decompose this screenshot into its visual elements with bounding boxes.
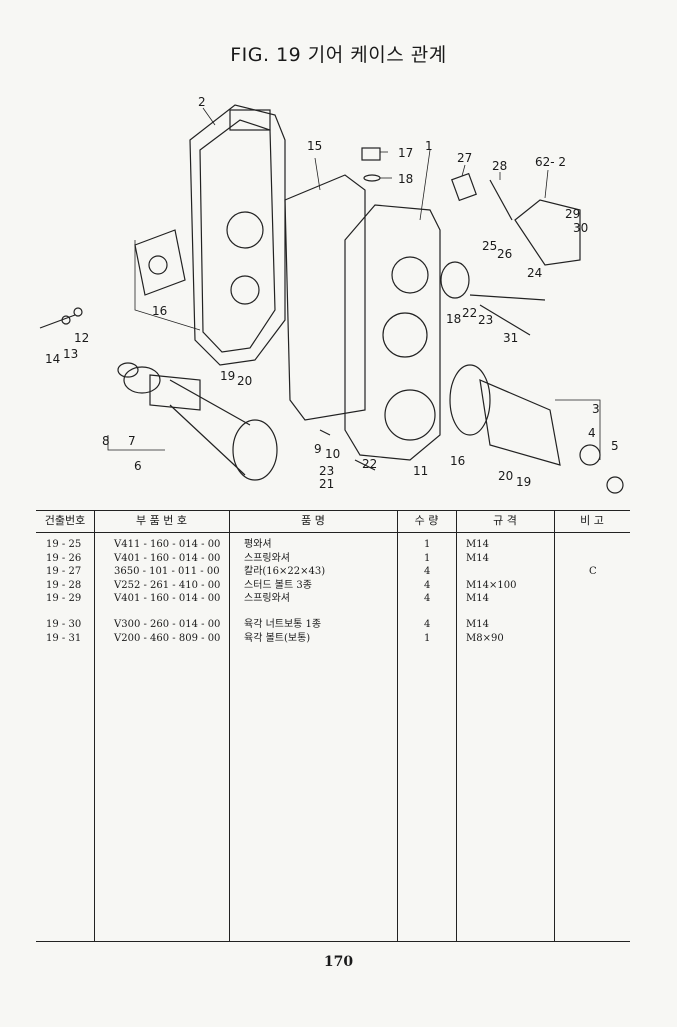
- callout-22b: 22: [362, 457, 377, 471]
- row-no: 19 - 30: [46, 619, 82, 630]
- callout-4: 4: [588, 426, 596, 440]
- exploded-parts-diagram: 2 15 17 18 1 27 28 62- 2 29 30 25 26 24 …: [39, 95, 624, 494]
- col-divider: [554, 510, 555, 942]
- row-spec: M14: [466, 593, 489, 604]
- header-no: 건출번호: [44, 514, 86, 527]
- callout-20b: 20: [498, 469, 513, 483]
- header-part-number: 부 품 번 호: [136, 514, 187, 527]
- callout-13: 13: [63, 347, 78, 361]
- row-name: 평와셔: [244, 539, 272, 550]
- row-qty: 1: [424, 632, 431, 644]
- row-no: 19 - 25: [46, 539, 82, 550]
- callout-15: 15: [307, 139, 322, 153]
- row-part: 3650 - 101 - 011 - 00: [114, 566, 220, 577]
- callout-5: 5: [611, 439, 619, 453]
- callout-25: 25: [482, 239, 497, 253]
- header-part-name: 품 명: [301, 514, 325, 527]
- page-number: 170: [323, 954, 354, 970]
- callout-14: 14: [45, 352, 60, 366]
- callout-29: 29: [565, 207, 580, 221]
- callout-26: 26: [497, 247, 512, 261]
- row-no: 19 - 27: [46, 566, 82, 577]
- row-name: 육각 너트보통 1종: [244, 619, 322, 630]
- row-qty: 4: [424, 566, 431, 577]
- callout-62-2: 62- 2: [535, 155, 566, 169]
- callout-18: 18: [398, 172, 413, 186]
- row-part: V200 - 460 - 809 - 00: [114, 632, 221, 644]
- callout-31: 31: [503, 331, 518, 345]
- col-divider: [229, 510, 230, 942]
- row-spec: M14: [466, 619, 489, 630]
- callout-23b: 23: [319, 464, 334, 478]
- callout-16: 16: [152, 304, 167, 318]
- row-spec: M14: [466, 539, 489, 550]
- callout-10: 10: [325, 447, 340, 461]
- row-no: 19 - 26: [46, 552, 82, 564]
- callout-9: 9: [314, 442, 322, 456]
- header-note: 비 고: [580, 514, 604, 527]
- callout-6: 6: [134, 459, 142, 473]
- row-part: V401 - 160 - 014 - 00: [114, 593, 221, 604]
- callout-28: 28: [492, 159, 507, 173]
- callout-24: 24: [527, 266, 542, 280]
- callout-22: 22: [462, 306, 477, 320]
- table-top-rule: [36, 510, 630, 511]
- callout-30: 30: [573, 221, 588, 235]
- col-divider: [456, 510, 457, 942]
- row-name: 스터드 볼트 3종: [244, 579, 312, 591]
- row-part: V401 - 160 - 014 - 00: [114, 552, 221, 564]
- header-spec: 규 격: [493, 514, 517, 527]
- callout-8: 8: [102, 434, 110, 448]
- callout-12: 12: [74, 331, 89, 345]
- row-qty: 4: [424, 593, 431, 604]
- col-divider: [94, 510, 95, 942]
- callout-2: 2: [198, 95, 206, 109]
- callout-20: 20: [237, 374, 252, 388]
- callout-1: 1: [425, 139, 433, 153]
- row-part: V300 - 260 - 014 - 00: [114, 619, 221, 630]
- callout-7: 7: [128, 434, 136, 448]
- row-name: 스프링와셔: [244, 593, 290, 604]
- callout-18b: 18: [446, 312, 461, 326]
- row-qty: 1: [424, 552, 431, 564]
- callout-21: 21: [319, 477, 334, 491]
- callout-19: 19: [220, 369, 235, 383]
- row-note: C: [589, 566, 597, 577]
- row-spec: M14: [466, 552, 489, 564]
- parts-table: 건출번호 부 품 번 호 품 명 수 량 규 격 비 고 19 - 25 V41…: [36, 510, 630, 942]
- row-part: V252 - 261 - 410 - 00: [114, 579, 221, 591]
- row-spec: M14×100: [466, 579, 517, 591]
- row-name: 스프링와셔: [244, 552, 290, 564]
- col-divider: [397, 510, 398, 942]
- callout-17: 17: [398, 146, 413, 160]
- row-name: 칼라(16×22×43): [244, 566, 326, 577]
- row-spec: M8×90: [466, 632, 504, 644]
- row-no: 19 - 31: [46, 632, 82, 644]
- row-qty: 4: [424, 579, 431, 591]
- callout-23: 23: [478, 313, 493, 327]
- figure-title: FIG. 19 기어 케이스 관계: [230, 44, 447, 66]
- header-quantity: 수 량: [414, 514, 439, 527]
- row-qty: 1: [424, 539, 431, 550]
- table-header-rule: [36, 532, 630, 533]
- row-qty: 4: [424, 619, 431, 630]
- row-part: V411 - 160 - 014 - 00: [114, 539, 221, 550]
- callout-16b: 16: [450, 454, 465, 468]
- row-no: 19 - 28: [46, 579, 82, 591]
- callout-19b: 19: [516, 475, 531, 489]
- row-no: 19 - 29: [46, 593, 82, 604]
- callout-3: 3: [592, 402, 600, 416]
- callout-11: 11: [413, 464, 428, 478]
- row-name: 육각 볼트(보통): [244, 632, 311, 644]
- table-bottom-rule: [36, 941, 630, 942]
- callout-27: 27: [457, 151, 472, 165]
